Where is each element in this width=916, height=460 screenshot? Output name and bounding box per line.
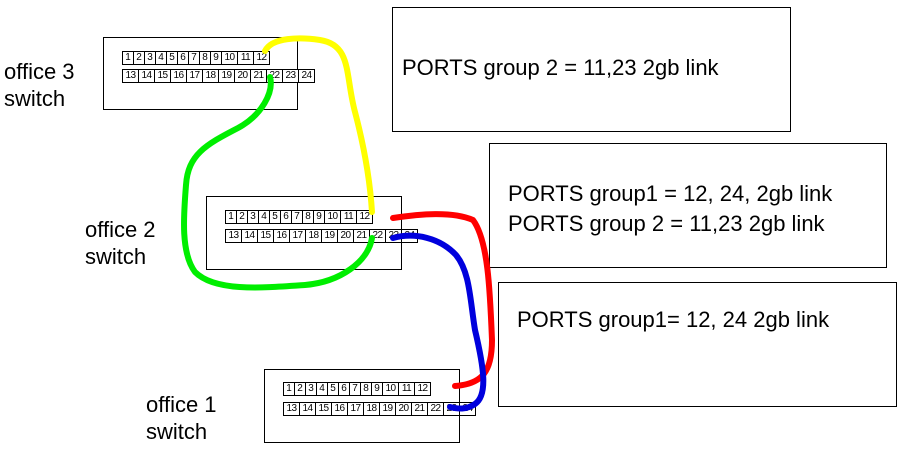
info-box-group1: PORTS group1= 12, 24 2gb link: [498, 282, 897, 407]
office1-port-6: 6: [338, 382, 350, 396]
office1-port-12: 12: [414, 382, 431, 396]
office3-port-24: 24: [298, 69, 315, 83]
office1-port-17: 17: [347, 402, 364, 416]
office2-port-3: 3: [247, 210, 259, 224]
info-box-office2-line2: PORTS group 2 = 11,23 2gb link: [508, 211, 825, 236]
blue-cable: [390, 232, 487, 412]
office2-port-16: 16: [273, 229, 290, 243]
office1-port-11: 11: [398, 382, 415, 396]
yellow-cable: [262, 35, 375, 215]
office3-port-20: 20: [234, 69, 251, 83]
red-cable: [390, 211, 495, 389]
office1-port-13: 13: [283, 402, 300, 416]
office3-port-12: 12: [253, 51, 270, 65]
info-box-group2-line1: PORTS group 2 = 11,23 2gb link: [402, 55, 719, 80]
office3-port-17: 17: [186, 69, 203, 83]
info-box-office2-line1: PORTS group1 = 12, 24, 2gb link: [508, 181, 833, 206]
office1-port-3: 3: [305, 382, 317, 396]
info-box-group1-line1: PORTS group1= 12, 24 2gb link: [517, 307, 830, 332]
office3-port-23: 23: [282, 69, 299, 83]
office3-port-18: 18: [202, 69, 219, 83]
office2-switch-label: office 2 switch: [85, 217, 156, 269]
info-box-office2: PORTS group1 = 12, 24, 2gb link PORTS gr…: [489, 143, 887, 268]
office2-port-6: 6: [280, 210, 292, 224]
office2-port-1: 1: [225, 210, 237, 224]
office1-switch-label: office 1 switch: [146, 392, 217, 444]
office2-port-12: 12: [356, 210, 373, 224]
office3-switch-label: office 3 switch: [4, 59, 75, 111]
office3-port-2: 2: [133, 51, 145, 65]
info-box-group2: PORTS group 2 = 11,23 2gb link: [392, 7, 791, 132]
green-cable: [180, 74, 375, 291]
